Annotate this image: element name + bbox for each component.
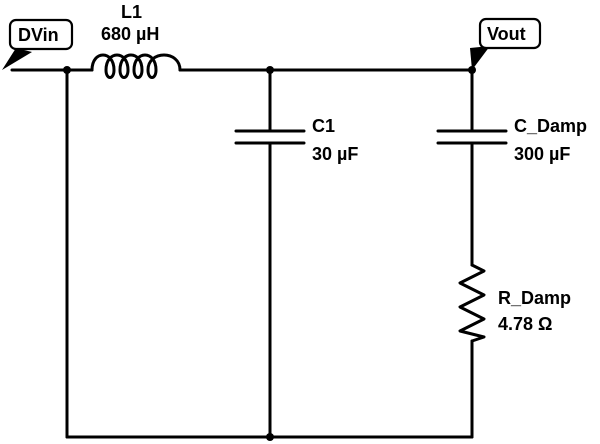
inductor-name: L1 (121, 2, 142, 22)
junction-dot (63, 66, 71, 74)
capacitor-c-damp-value: 300 µF (514, 144, 570, 164)
port-vout-pointer (470, 46, 490, 70)
capacitor-c1-name: C1 (312, 116, 335, 136)
junction-dot (266, 433, 274, 441)
capacitor-c1-value: 30 µF (312, 144, 358, 164)
capacitor-c1: C1 30 µF (234, 116, 358, 164)
resistor-zigzag (458, 263, 486, 343)
capacitor-c-damp: C_Damp 300 µF (436, 116, 587, 164)
wires (10, 68, 474, 439)
resistor-value: 4.78 Ω (498, 314, 552, 334)
inductor-l1: L1 680 µH (90, 2, 182, 79)
port-dvin-pointer (2, 48, 32, 70)
junction-dot (266, 66, 274, 74)
port-vout-box (478, 17, 542, 50)
inductor-value: 680 µH (101, 24, 159, 44)
port-dvin-label: DVin (18, 25, 59, 45)
resistor-name: R_Damp (498, 288, 571, 308)
port-dvin-box (8, 18, 74, 51)
port-dvin: DVin (2, 18, 74, 70)
resistor-r-damp: R_Damp 4.78 Ω (458, 263, 571, 343)
port-vout: Vout (470, 17, 542, 70)
capacitor-c-damp-name: C_Damp (514, 116, 587, 136)
inductor-coil (90, 53, 182, 79)
port-vout-label: Vout (487, 24, 526, 44)
